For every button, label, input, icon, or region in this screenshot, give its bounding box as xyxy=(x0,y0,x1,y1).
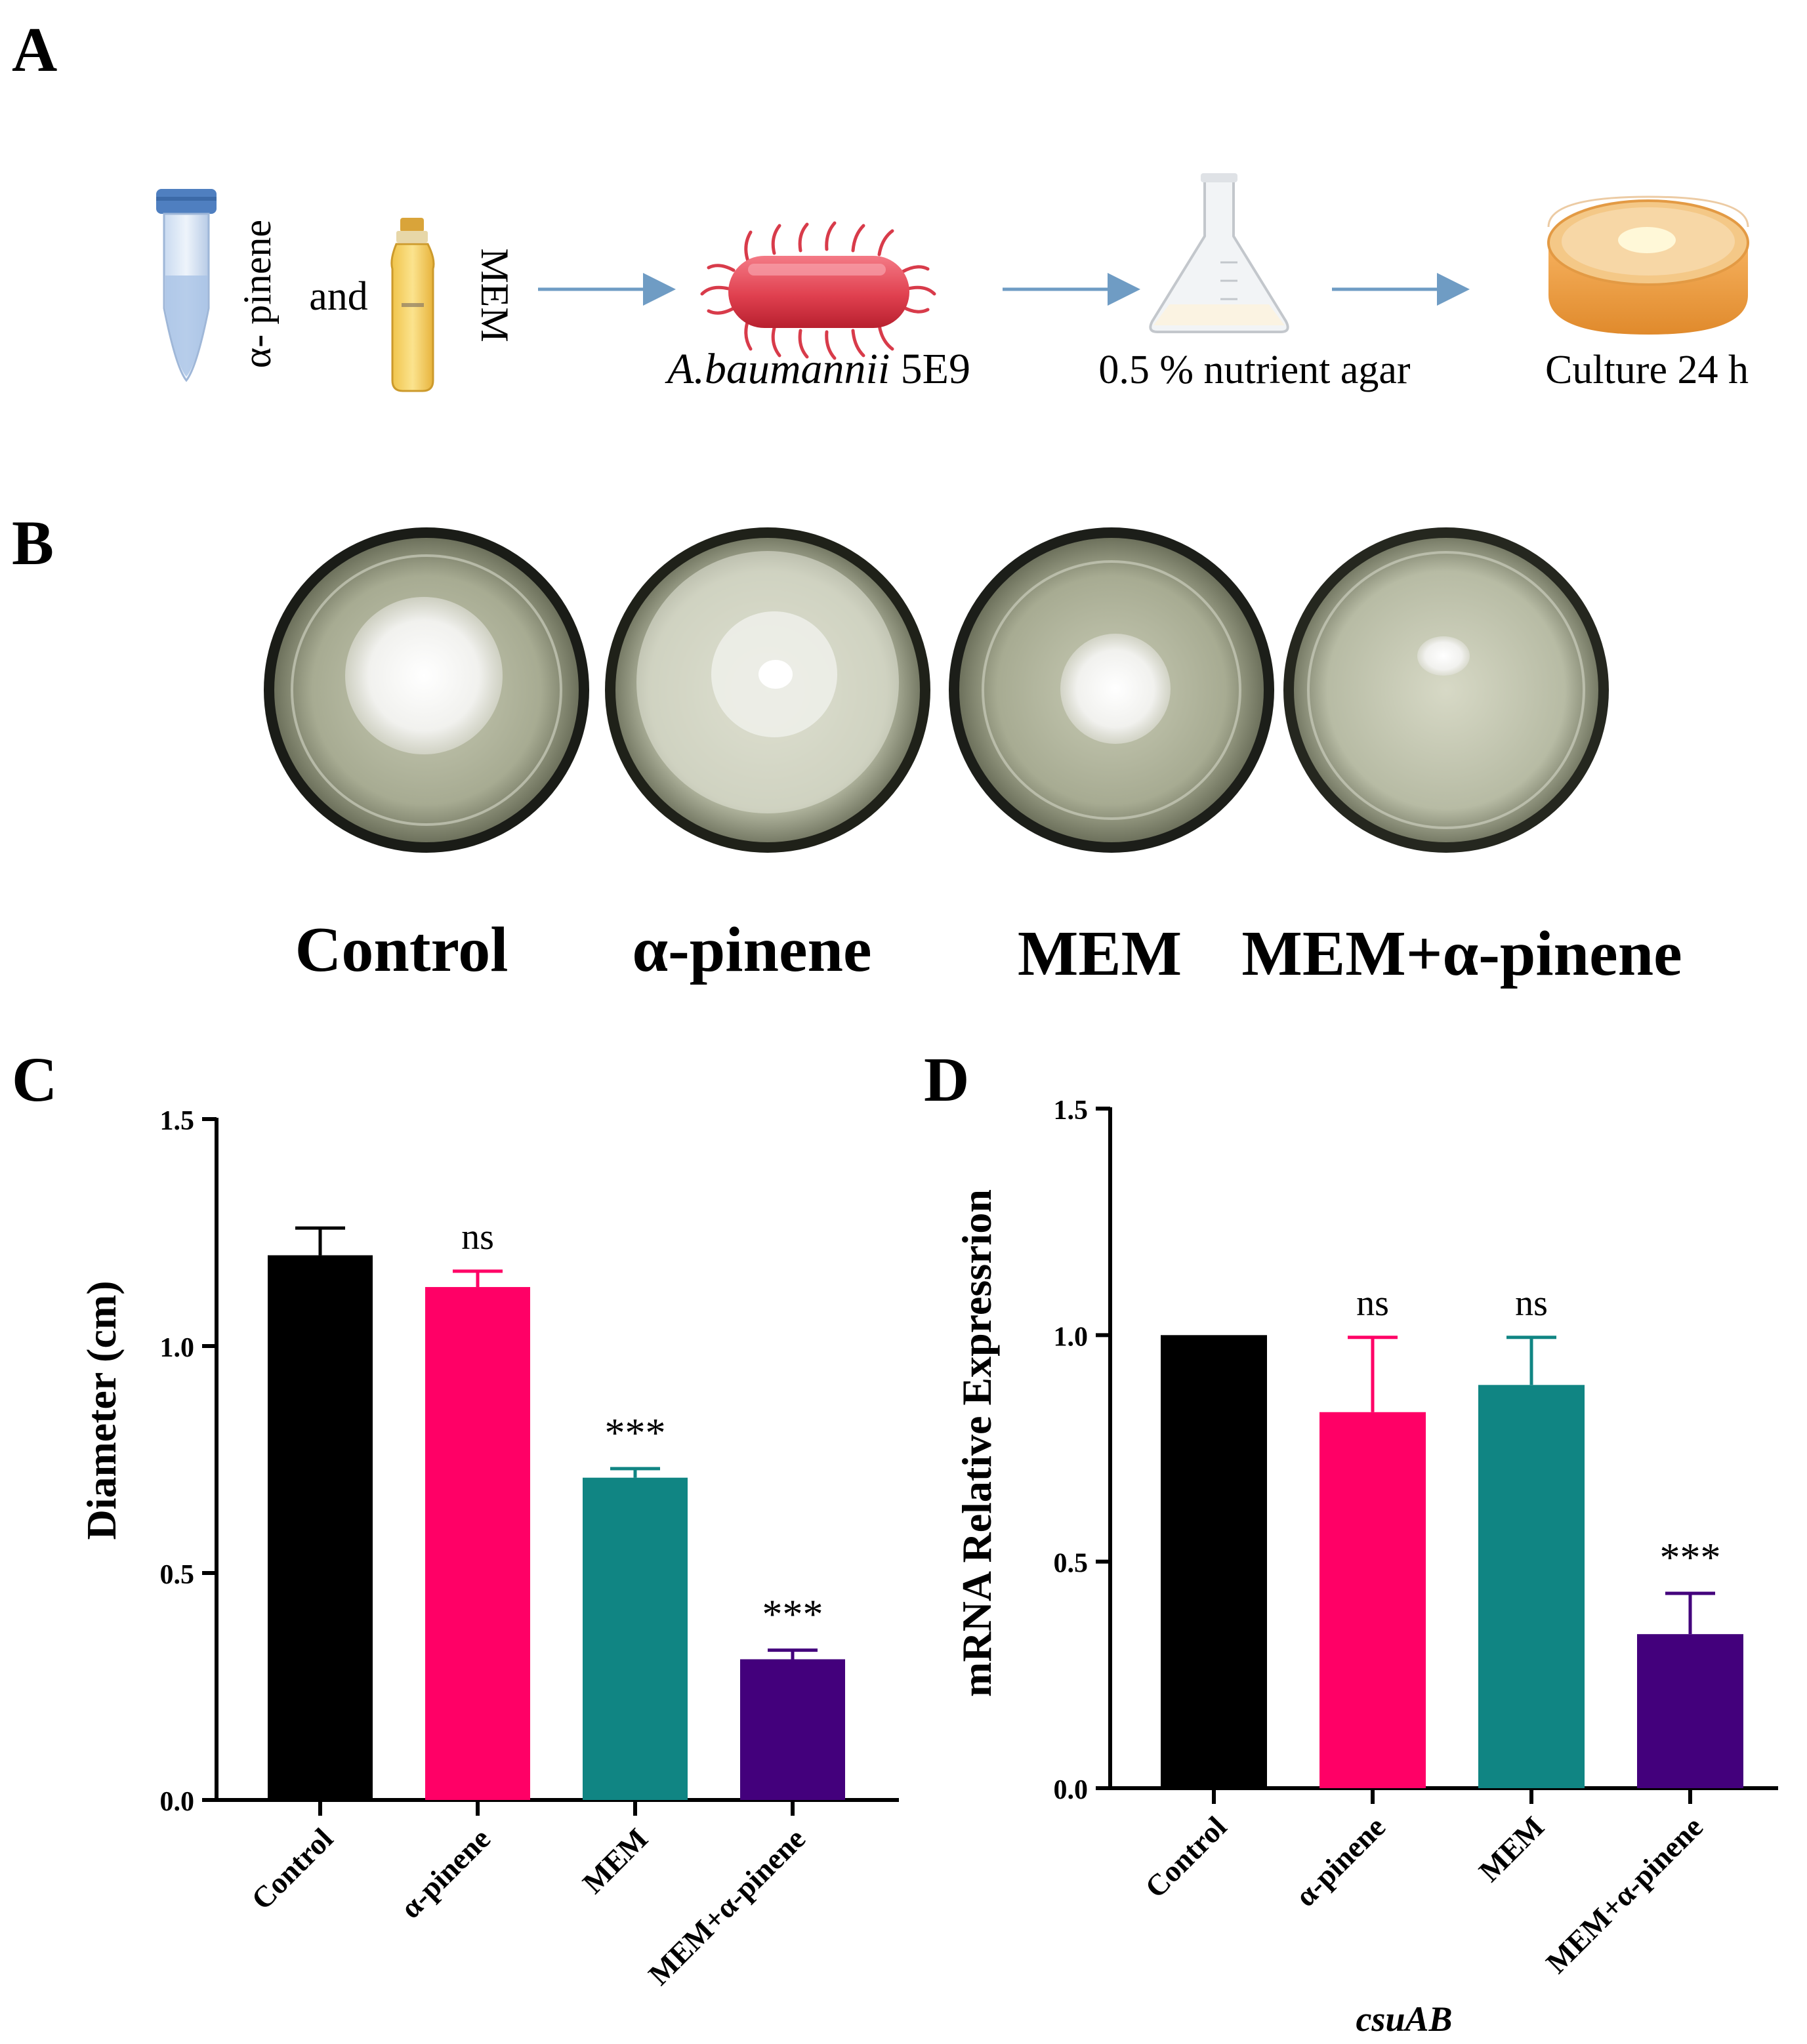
y-tick-label: 0.5 xyxy=(160,1560,195,1590)
y-tick-label: 1.0 xyxy=(160,1333,195,1363)
bar-2 xyxy=(425,1287,530,1800)
y-tick-label: 0.5 xyxy=(1054,1549,1089,1579)
bar-1 xyxy=(268,1255,373,1800)
bar-3 xyxy=(583,1477,688,1800)
tube-icon xyxy=(156,189,217,382)
colony xyxy=(1060,634,1171,744)
vial-label: MEM xyxy=(473,248,516,342)
panel-label-d: D xyxy=(924,1044,970,1114)
plate-mem-alpha-pinene xyxy=(1283,527,1609,853)
flask-label: 0.5 % nutrient agar xyxy=(1098,348,1411,392)
bar-1 xyxy=(1161,1335,1267,1788)
significance-label: *** xyxy=(1660,1536,1721,1580)
plate-label-control: Control xyxy=(295,914,509,985)
bar-4 xyxy=(1637,1634,1743,1788)
petri-dish-icon xyxy=(1547,195,1749,335)
y-axis-label: mRNA Relative Expressrion xyxy=(953,1189,1000,1697)
dish-label: Culture 24 h xyxy=(1545,348,1749,392)
colony xyxy=(1417,636,1470,676)
significance-label: *** xyxy=(762,1593,823,1637)
y-axis-label: Diameter (cm) xyxy=(78,1280,125,1540)
panel-label-c: C xyxy=(12,1044,58,1114)
significance-label: ns xyxy=(1356,1283,1389,1324)
x-tick-label: MEM xyxy=(1472,1810,1550,1888)
bacteria-strain: 5E9 xyxy=(890,345,970,393)
bar-2 xyxy=(1319,1412,1426,1788)
significance-label: ns xyxy=(461,1217,494,1257)
plate-mem xyxy=(949,527,1274,853)
plate-label-mem: MEM xyxy=(1018,918,1182,989)
bacterium-icon xyxy=(700,221,936,360)
and-label: and xyxy=(309,274,368,319)
x-tick-label: Control xyxy=(1138,1810,1233,1904)
significance-label: ns xyxy=(1515,1283,1548,1324)
flask-icon xyxy=(1149,173,1289,333)
y-tick-label: 1.0 xyxy=(1054,1322,1089,1352)
bacteria-label: A.baumannii 5E9 xyxy=(665,345,970,393)
tube-label: α- pinene xyxy=(236,220,279,368)
y-tick-label: 0.0 xyxy=(160,1787,195,1817)
y-tick-label: 1.5 xyxy=(1054,1095,1089,1126)
significance-label: *** xyxy=(605,1411,666,1456)
bar-3 xyxy=(1478,1385,1585,1788)
plate-photos: Control α-pinene MEM MEM+α-pinene xyxy=(264,527,1682,989)
panel-label-b: B xyxy=(12,508,54,578)
bacteria-name: A.baumannii xyxy=(665,345,890,393)
x-tick-label: α-pinene xyxy=(1289,1810,1392,1913)
y-tick-label: 0.0 xyxy=(1054,1775,1089,1805)
y-tick-label: 1.5 xyxy=(160,1106,195,1136)
colony xyxy=(345,597,503,754)
x-tick-label: MEM+α-pinene xyxy=(1539,1810,1709,1980)
vial-icon xyxy=(390,218,435,392)
workflow-schematic: α- pinene and MEM A.baumannii 5E9 0.5 % … xyxy=(156,173,1749,393)
plate-label-mem-alpha-pinene: MEM+α-pinene xyxy=(1241,918,1682,989)
plate-control xyxy=(264,527,589,853)
panel-label-a: A xyxy=(12,14,58,85)
plate-label-alpha-pinene: α-pinene xyxy=(632,914,871,985)
x-axis-label: csuAB xyxy=(1356,1999,1452,2039)
plate-alpha-pinene xyxy=(605,527,930,853)
bar-4 xyxy=(740,1659,845,1800)
